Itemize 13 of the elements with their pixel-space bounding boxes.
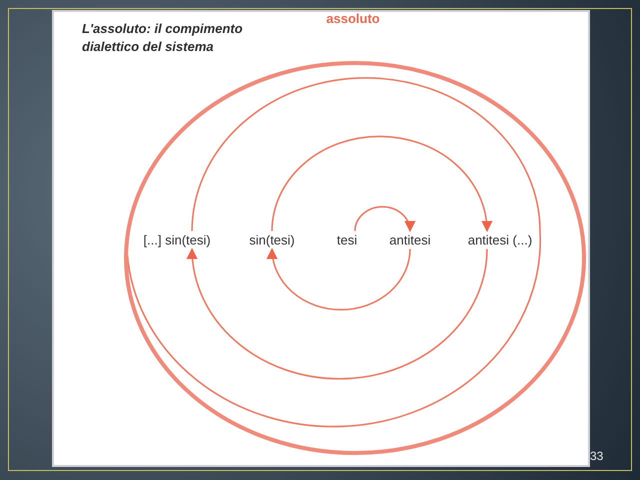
stage-label: [...] sin(tesi)	[143, 230, 211, 250]
stage-label: antitesi	[389, 230, 431, 250]
stage-label: antitesi (...)	[468, 230, 532, 250]
page-number: 33	[590, 448, 604, 465]
curved-arrow	[271, 136, 492, 232]
curved-arrow	[187, 248, 488, 380]
spiral-line	[126, 77, 541, 428]
curved-arrow	[267, 248, 411, 310]
title: L'assoluto: il compimento dialettico del sistema	[82, 20, 244, 56]
stage-label: sin(tesi)	[249, 230, 295, 250]
curved-arrow	[354, 206, 415, 232]
stage-label: tesi	[336, 230, 358, 250]
ellipse-label: assoluto	[325, 10, 381, 28]
